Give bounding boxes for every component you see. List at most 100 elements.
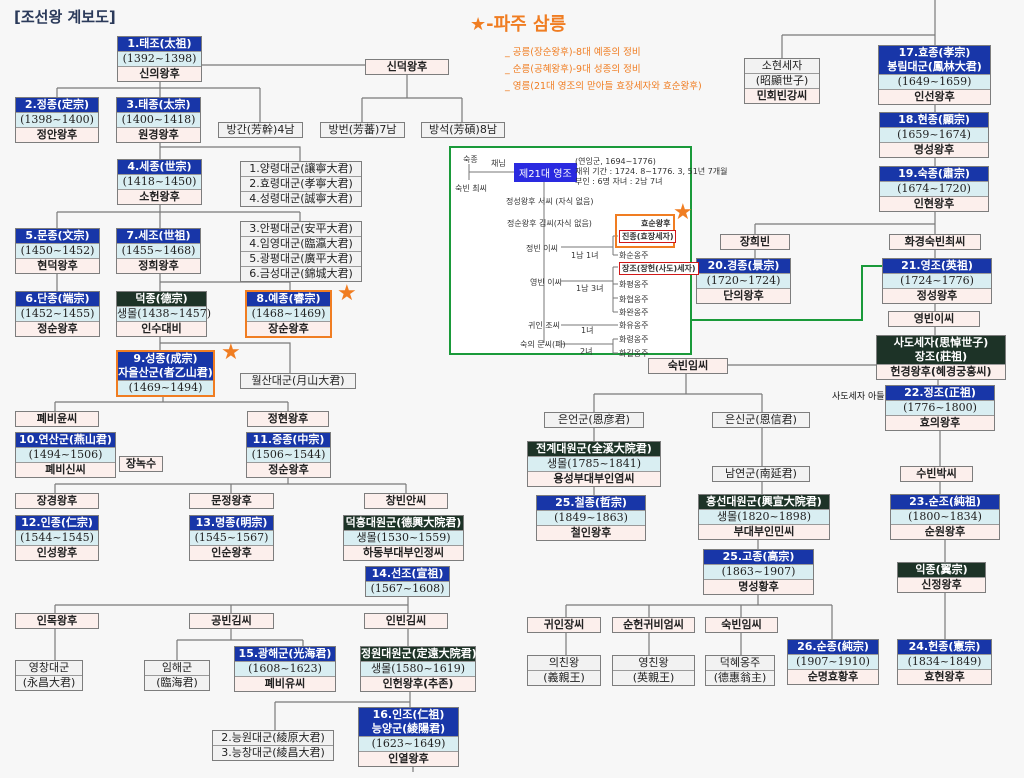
node-title-line: 5.문종(文宗) [25, 229, 90, 242]
reign-years: (1623~1649) [359, 736, 458, 751]
node-cheoljong: 25.철종(哲宗)(1849~1863)철인왕후 [536, 495, 646, 541]
node-seonjo: 14.선조(宣祖)(1567~1608) [365, 566, 450, 597]
inset-w2: 정순왕후 김씨(자식 없음) [507, 219, 592, 228]
reign-years: 생몰(1438~1457) [117, 306, 212, 321]
inset-hwagil: 화길옹주 [619, 349, 649, 358]
node-title-line: 21.영조(英祖) [901, 259, 973, 272]
node-ikjong: 익종(翼宗)신정왕후 [897, 562, 986, 593]
node-hyeonjong: 18.현종(顯宗)(1659~1674)명성왕후 [879, 112, 989, 158]
name-line: 3.능창대군(綾昌大君) [213, 745, 333, 760]
node-injo: 16.인조(仁祖)능양군(綾陽君)(1623~1649)인열왕후 [358, 707, 459, 767]
node-title-line: 18.현종(顯宗) [898, 113, 970, 126]
name-line: 의친왕 [528, 656, 600, 670]
name-line: 은신군(恩信君) [713, 413, 809, 427]
name-line: 방간(芳幹)4남 [219, 123, 302, 137]
node-title-line: 23.순조(純祖) [909, 495, 981, 508]
page-title: [조선왕 계보도] [14, 8, 116, 26]
spouse-name: 폐비유씨 [235, 676, 335, 691]
spouse-name: 인헌왕후(추존) [361, 676, 475, 691]
inset-w5: 귀인 조씨 [528, 321, 560, 330]
node-title-line: 정원대원군(定遠大院君) [361, 647, 477, 660]
reign-years: (1720~1724) [697, 273, 790, 288]
reign-years: (1800~1834) [891, 509, 999, 524]
node-title: 8.예종(睿宗) [247, 292, 330, 306]
name-line: 1.양령대군(讓寧大君) [241, 162, 361, 176]
node-sejo: 7.세조(世祖)(1455~1468)정희왕후 [116, 228, 201, 274]
node-changbin: 창빈안씨 [364, 493, 448, 509]
node-gwiin-jang: 귀인장씨 [527, 617, 601, 633]
spouse-name: 현덕왕후 [16, 258, 99, 273]
node-title-line: 자을산군(者乙山君) [118, 366, 213, 379]
spouse-name: 효의왕후 [886, 415, 994, 430]
spouse-name: 명성황후 [704, 579, 813, 594]
reign-years: (1907~1910) [788, 654, 878, 669]
node-title-line: 능양군(綾陽君) [371, 722, 446, 735]
node-title-line: 25.철종(哲宗) [555, 496, 627, 509]
node-title-line: 8.예종(睿宗) [256, 292, 321, 305]
spouse-name: 인순왕후 [190, 545, 273, 560]
node-title-line: 7.세조(世祖) [126, 229, 191, 242]
spouse-name: 헌경왕후(혜경궁홍씨) [877, 364, 1005, 379]
spouse-name: 효현왕후 [898, 669, 991, 684]
node-gwanghae: 15.광해군(光海君)(1608~1623)폐비유씨 [234, 646, 336, 692]
node-bangbeon: 방번(芳蕃)7남 [320, 122, 405, 138]
reign-years: (1418~1450) [118, 174, 201, 189]
inset-hwapyeong: 화평옹주 [619, 280, 649, 289]
reign-years: (1849~1863) [537, 510, 645, 525]
node-sindeok: 신덕왕후 [365, 59, 449, 75]
node-title-line: 전계대원군(全溪大院君) [536, 442, 652, 455]
node-yeongchin: 영친왕(英親王) [612, 655, 695, 686]
node-danjong: 6.단종(端宗)(1452~1455)정순왕후 [15, 291, 100, 337]
node-title: 2.정종(定宗) [16, 98, 98, 112]
inset-info1: (연잉군, 1694~1776) [575, 157, 656, 166]
node-title: 3.태종(太宗) [117, 98, 200, 112]
spouse-name: 장경왕후 [16, 494, 98, 508]
node-title: 14.선조(宣祖) [366, 567, 449, 581]
inset-w6c: 2녀 [580, 347, 593, 356]
node-title: 22.정조(正祖) [886, 386, 994, 400]
inset-w3: 정빈 이씨 [526, 244, 558, 253]
name-line: 영친왕 [613, 656, 694, 670]
spouse-name: 명성왕후 [880, 142, 988, 157]
node-gojong: 25.고종(高宗)(1863~1907)명성황후 [703, 549, 814, 595]
node-title: 20.경종(景宗) [697, 259, 790, 273]
reign-years: (1544~1545) [16, 530, 98, 545]
spouse-name: 인현왕후 [880, 196, 988, 211]
inset-hyosun: 효순왕후 [641, 219, 671, 228]
name-line: (英親王) [613, 670, 694, 685]
spouse-name: 인선왕후 [879, 89, 990, 104]
node-title: 21.영조(英祖) [883, 259, 991, 273]
name-line: 영창대군 [16, 661, 82, 675]
name-line: 4.성령대군(誠寧大君) [241, 191, 361, 206]
spouse-name: 정희왕후 [117, 258, 200, 273]
node-eunsin: 은신군(恩信君) [712, 412, 810, 428]
node-title-line: 26.순종(純宗) [797, 640, 869, 653]
node-bangseok: 방석(芳碩)8남 [421, 122, 505, 138]
node-sejong: 4.세종(世宗)(1418~1450)소헌왕후 [117, 159, 202, 205]
name-line: (昭顯世子) [745, 73, 819, 88]
node-deokhye: 덕혜옹주(德惠翁主) [705, 655, 775, 686]
node-title: 5.문종(文宗) [16, 229, 99, 243]
node-title: 7.세조(世祖) [117, 229, 200, 243]
node-title: 4.세종(世宗) [118, 160, 201, 174]
node-title-line: 덕종(德宗) [135, 292, 188, 305]
node-title-line: 25.고종(高宗) [722, 550, 795, 563]
spouse-name: 단의왕후 [697, 288, 790, 303]
spouse-name: 수빈박씨 [901, 467, 972, 481]
spouse-name: 신정왕후 [898, 577, 985, 592]
node-pyebi-yun: 폐비윤씨 [15, 411, 99, 427]
node-title: 12.인종(仁宗) [16, 516, 98, 530]
legend-note: _ 영릉(21대 영조의 맏아들 효장세자와 효순왕후) [505, 81, 702, 92]
node-title: 25.고종(高宗) [704, 550, 813, 564]
node-title: 25.철종(哲宗) [537, 496, 645, 510]
legend-heading-text: -파주 삼릉 [486, 14, 567, 35]
node-title: 24.헌종(憲宗) [898, 640, 991, 654]
node-title-line: 20.경종(景宗) [707, 259, 780, 272]
node-title-line: 22.정조(正祖) [904, 386, 976, 399]
reign-years: (1455~1468) [117, 243, 200, 258]
spouse-name: 숙빈임씨 [706, 618, 777, 632]
node-title: 6.단종(端宗) [16, 292, 99, 306]
node-uichin: 의친왕(義親王) [527, 655, 601, 686]
inset-w6: 숙의 문씨(폐) [520, 340, 566, 349]
node-title: 11.중종(中宗) [247, 433, 330, 447]
